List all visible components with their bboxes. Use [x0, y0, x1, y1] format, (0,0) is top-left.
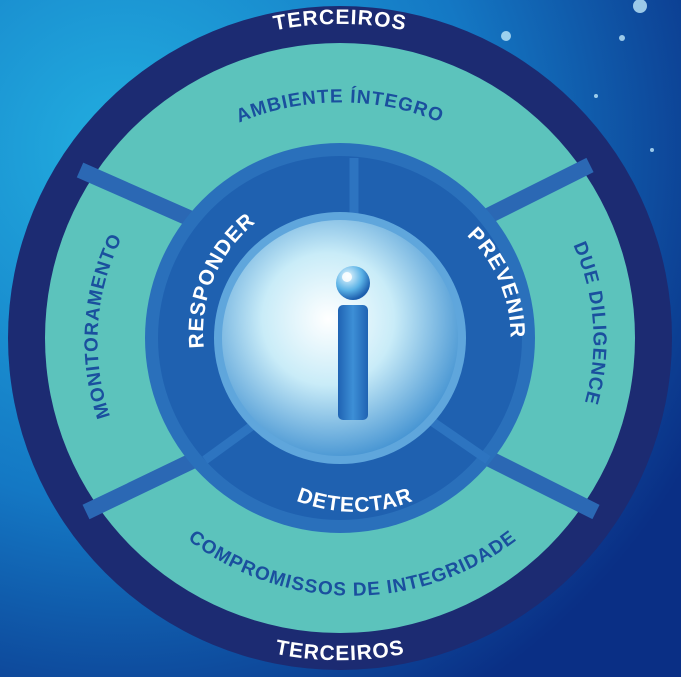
- info-icon: [336, 266, 370, 420]
